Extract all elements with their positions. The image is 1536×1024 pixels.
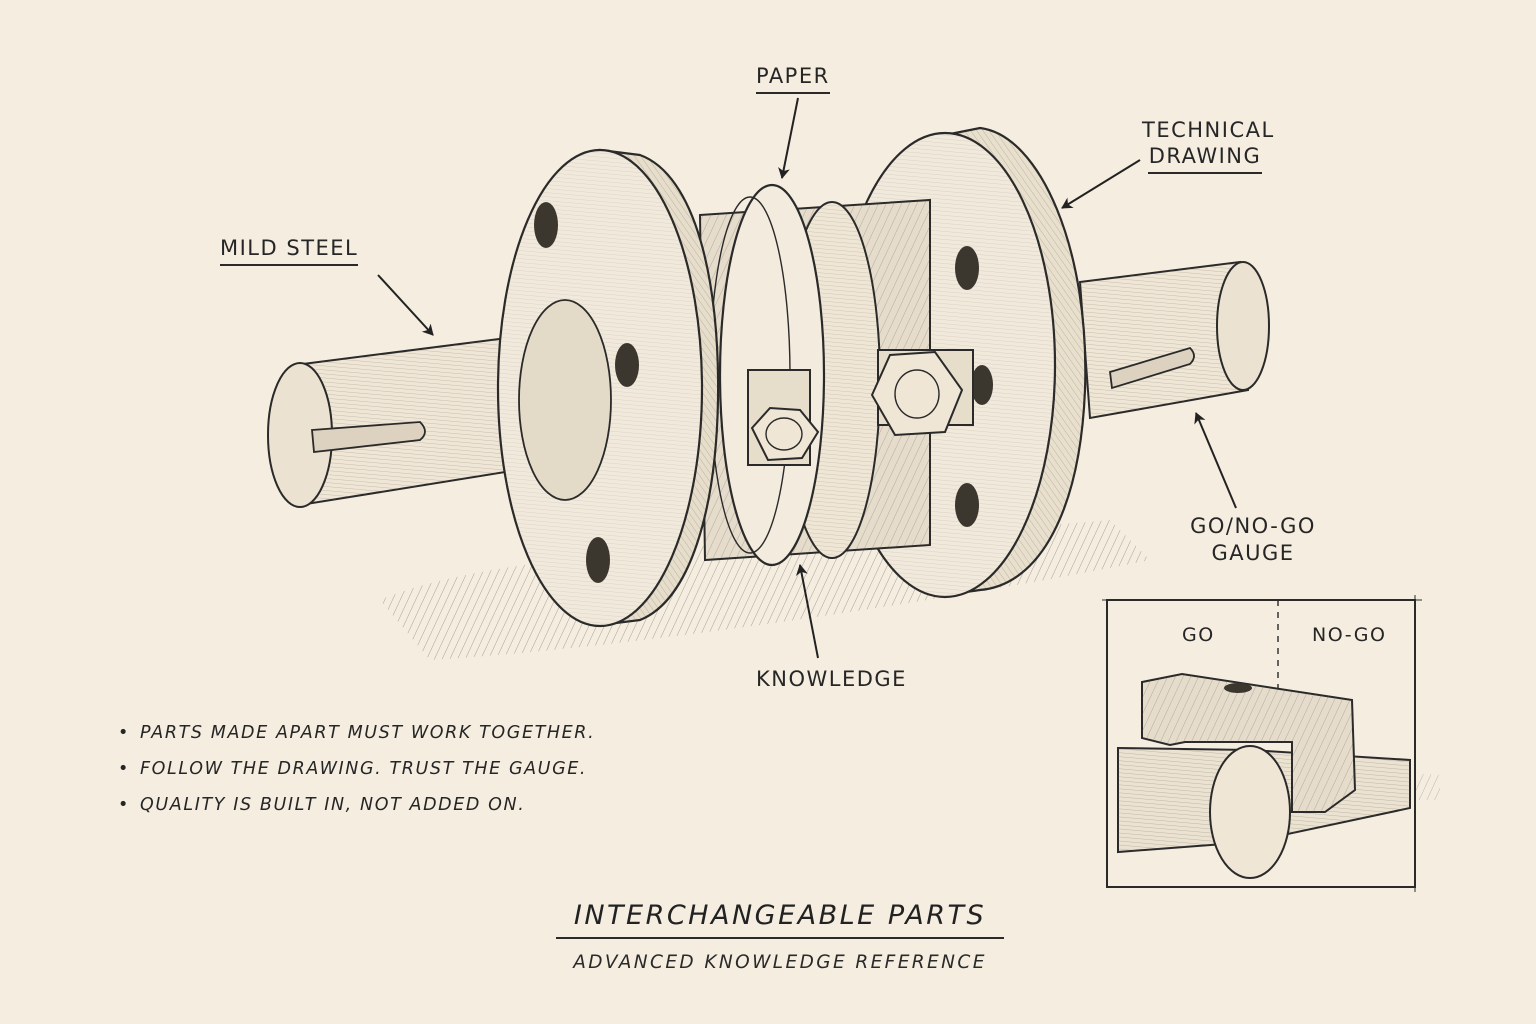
label-paper: PAPER — [756, 64, 830, 94]
note-item: •PARTS MADE APART MUST WORK TOGETHER. — [118, 723, 596, 743]
label-knowledge: KNOWLEDGE — [756, 667, 907, 691]
label-drawing: DRAWING — [1148, 144, 1262, 174]
note-text: PARTS MADE APART MUST WORK TOGETHER. — [140, 723, 596, 743]
note-item: •FOLLOW THE DRAWING. TRUST THE GAUGE. — [118, 759, 588, 779]
inset-go-label: GO — [1182, 624, 1215, 646]
page-title: INTERCHANGEABLE PARTS — [556, 900, 1004, 939]
inset-nogo-label: NO-GO — [1312, 624, 1387, 646]
label-gonogo: GO/NO-GO — [1190, 514, 1316, 538]
right-shaft — [1078, 260, 1270, 420]
bolt-right — [870, 349, 974, 437]
page-subtitle: ADVANCED KNOWLEDGE REFERENCE — [573, 952, 987, 973]
note-text: FOLLOW THE DRAWING. TRUST THE GAUGE. — [140, 759, 588, 779]
note-item: •QUALITY IS BUILT IN, NOT ADDED ON. — [118, 795, 526, 815]
left-flange — [496, 148, 720, 628]
label-gauge: GAUGE — [1211, 541, 1295, 565]
label-technical: TECHNICAL — [1142, 118, 1275, 142]
notes-list: •PARTS MADE APART MUST WORK TOGETHER. •F… — [118, 720, 595, 828]
note-text: QUALITY IS BUILT IN, NOT ADDED ON. — [140, 795, 526, 815]
leader-arrows — [377, 97, 1237, 659]
bolt-left — [747, 369, 820, 466]
gauge-inset — [1102, 595, 1422, 892]
label-mild-steel: MILD STEEL — [220, 236, 359, 266]
